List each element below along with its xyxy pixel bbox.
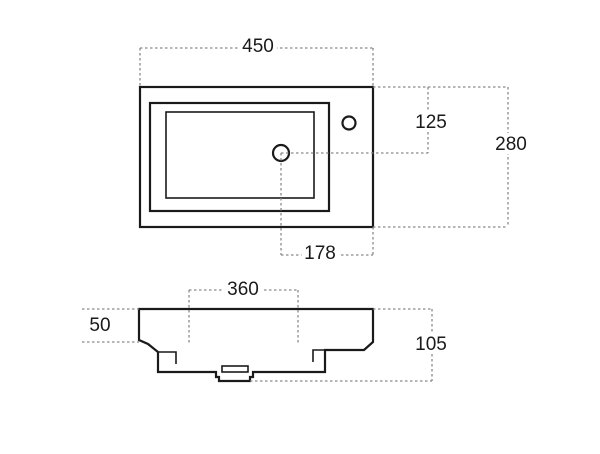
depth-dim-label: 280 [495, 134, 527, 155]
waste-outlet-icon [271, 143, 291, 163]
tap-hole-icon [341, 115, 357, 131]
basin-outer-outline [138, 85, 375, 229]
bowl-outer-edge [148, 101, 331, 213]
total-height-dim-label: 105 [415, 334, 447, 355]
bowl-interior-left [158, 351, 177, 364]
tap-offset-dim-label: 125 [415, 112, 447, 133]
rim-height-dim-label: 50 [89, 315, 110, 336]
front-view: 360 50 105 [82, 275, 451, 383]
waste-offset-dim-label: 178 [304, 243, 336, 264]
bowl-interior-right [312, 349, 325, 362]
basin-front-profile [137, 307, 375, 383]
inner-width-dim-label: 360 [227, 279, 259, 300]
width-dim-label: 450 [242, 36, 274, 57]
waste-outlet-underside [221, 365, 249, 373]
top-view: 450 280 125 178 [138, 32, 531, 268]
bowl-inner-edge [165, 111, 315, 199]
